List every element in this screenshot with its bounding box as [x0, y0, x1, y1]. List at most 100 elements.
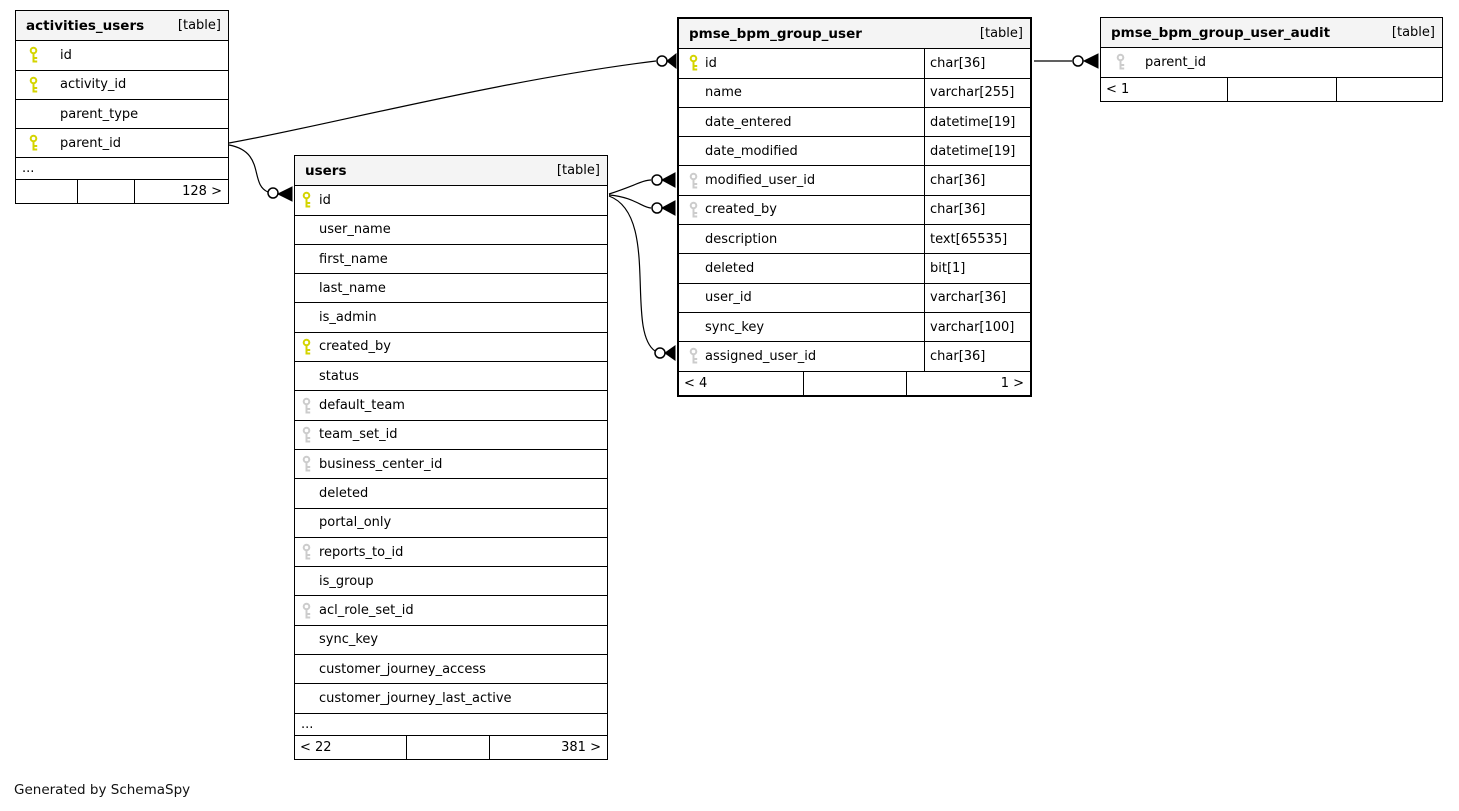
- column-row: description text[65535]: [679, 224, 1030, 254]
- column-row: customer_journey_access: [295, 654, 607, 684]
- footer-cell: 1 >: [906, 371, 1030, 395]
- foreign-key-icon: [301, 455, 314, 473]
- column-row: team_set_id: [295, 419, 607, 449]
- table-pmse_bpm_group_user_audit[interactable]: pmse_bpm_group_user_audit [table] parent_i…: [1100, 17, 1443, 102]
- edge-users-id-to-pmse_bpm_group_user-modified_user_id: [608, 179, 652, 195]
- column-name: id: [705, 55, 717, 71]
- footer-cell: [16, 180, 77, 203]
- table-header: activities_users[table]: [16, 11, 228, 41]
- footer-cell: [1227, 77, 1335, 101]
- table-footer: < 22 381 >: [295, 734, 607, 759]
- column-row: user_id varchar[36]: [679, 282, 1030, 312]
- primary-key-icon: [301, 192, 314, 209]
- table-pmse_bpm_group_user[interactable]: pmse_bpm_group_user [table] id char[36] name…: [677, 17, 1032, 397]
- column-name: modified_user_id: [705, 173, 816, 189]
- column-name: parent_id: [1145, 54, 1206, 70]
- table-header: users [table]: [295, 156, 607, 186]
- column-name: is_admin: [319, 310, 377, 326]
- column-name: team_set_id: [319, 427, 398, 443]
- column-row: user_name: [295, 214, 607, 244]
- generator-credit: Generated by SchemaSpy: [14, 782, 191, 798]
- column-name: created_by: [319, 339, 391, 355]
- footer-cell: [1335, 77, 1442, 101]
- column-row: first_name: [295, 243, 607, 274]
- column-name: parent_type: [60, 106, 139, 122]
- column-row: business_center_id: [295, 448, 607, 479]
- column-name: last_name: [319, 280, 386, 296]
- table-type-tag: [table]: [979, 26, 1023, 42]
- table-type-tag: [table]: [1391, 25, 1435, 41]
- crow-foot-marker: [660, 172, 676, 188]
- table-header: pmse_bpm_group_user [table]: [679, 19, 1030, 49]
- footer-cell: 381 >: [488, 735, 607, 759]
- foreign-key-icon: [301, 397, 314, 414]
- column-row: default_team: [295, 390, 607, 420]
- footer-cell: [77, 180, 133, 204]
- foreign-key-icon: [1115, 54, 1128, 71]
- zero-cardinality-marker: [654, 347, 666, 359]
- footer-cell: [406, 735, 488, 759]
- column-name: assigned_user_id: [705, 348, 817, 364]
- column-type: char[36]: [924, 195, 1030, 225]
- footer-cell: < 1: [1106, 81, 1130, 97]
- zero-cardinality-marker: [1072, 55, 1084, 67]
- footer-cell: < 22: [300, 739, 332, 755]
- column-type: bit[1]: [924, 254, 1030, 283]
- column-type: text[65535]: [924, 225, 1030, 254]
- column-row: portal_only: [295, 507, 607, 537]
- primary-key-icon: [688, 55, 701, 72]
- column-name: customer_journey_access: [319, 661, 486, 677]
- column-name: date_modified: [705, 143, 798, 159]
- foreign-key-icon: [301, 426, 314, 443]
- column-name: sync_key: [319, 632, 379, 648]
- primary-key-icon: [28, 47, 41, 64]
- column-row: deleted bit[1]: [679, 253, 1030, 283]
- column-name: deleted: [705, 261, 755, 277]
- column-row: activity_id: [16, 69, 228, 99]
- zero-cardinality-marker: [267, 187, 279, 199]
- column-name: status: [319, 368, 359, 384]
- column-row: id: [295, 185, 607, 215]
- primary-key-icon: [301, 338, 314, 355]
- table-users[interactable]: users [table] id user_name first_name last_na…: [294, 155, 608, 760]
- column-type: varchar[36]: [924, 283, 1030, 312]
- column-name: description: [705, 231, 778, 247]
- column-name: customer_journey_last_active: [319, 690, 512, 706]
- hidden-columns-ellipsis: ...: [295, 712, 607, 735]
- primary-key-icon: [28, 76, 41, 93]
- table-footer: < 4 1 >: [679, 370, 1030, 395]
- column-name: first_name: [319, 251, 388, 267]
- column-row: parent_id: [16, 128, 228, 158]
- edge-activities_users-parent_id-to-pmse_bpm_group_user-id: [228, 60, 657, 144]
- table-title[interactable]: activities_users: [26, 17, 145, 34]
- column-type: varchar[100]: [924, 312, 1030, 342]
- column-name: user_id: [705, 290, 752, 306]
- hidden-columns-ellipsis: ...: [16, 157, 228, 179]
- column-name: id: [319, 192, 331, 208]
- column-row: is_admin: [295, 302, 607, 332]
- table-header: pmse_bpm_group_user_audit [table]: [1101, 18, 1442, 48]
- column-row: id: [16, 40, 228, 70]
- footer-cell: [802, 371, 907, 395]
- table-title[interactable]: pmse_bpm_group_user: [689, 25, 862, 42]
- zero-cardinality-marker: [656, 55, 668, 67]
- column-name: parent_id: [60, 135, 121, 151]
- table-title[interactable]: pmse_bpm_group_user_audit: [1111, 24, 1331, 41]
- table-type-tag: [table]: [556, 163, 600, 179]
- table-title[interactable]: users: [305, 162, 347, 179]
- column-name: user_name: [319, 222, 391, 238]
- footer-cell: < 4: [684, 375, 708, 391]
- foreign-key-icon: [688, 172, 701, 189]
- edge-activities_users-parent_id-to-users-id: [228, 144, 269, 193]
- column-name: created_by: [705, 202, 777, 218]
- footer-cell: 128 >: [133, 180, 228, 204]
- column-type: char[36]: [924, 342, 1030, 371]
- column-type: datetime[19]: [924, 107, 1030, 137]
- column-row: created_by: [295, 331, 607, 362]
